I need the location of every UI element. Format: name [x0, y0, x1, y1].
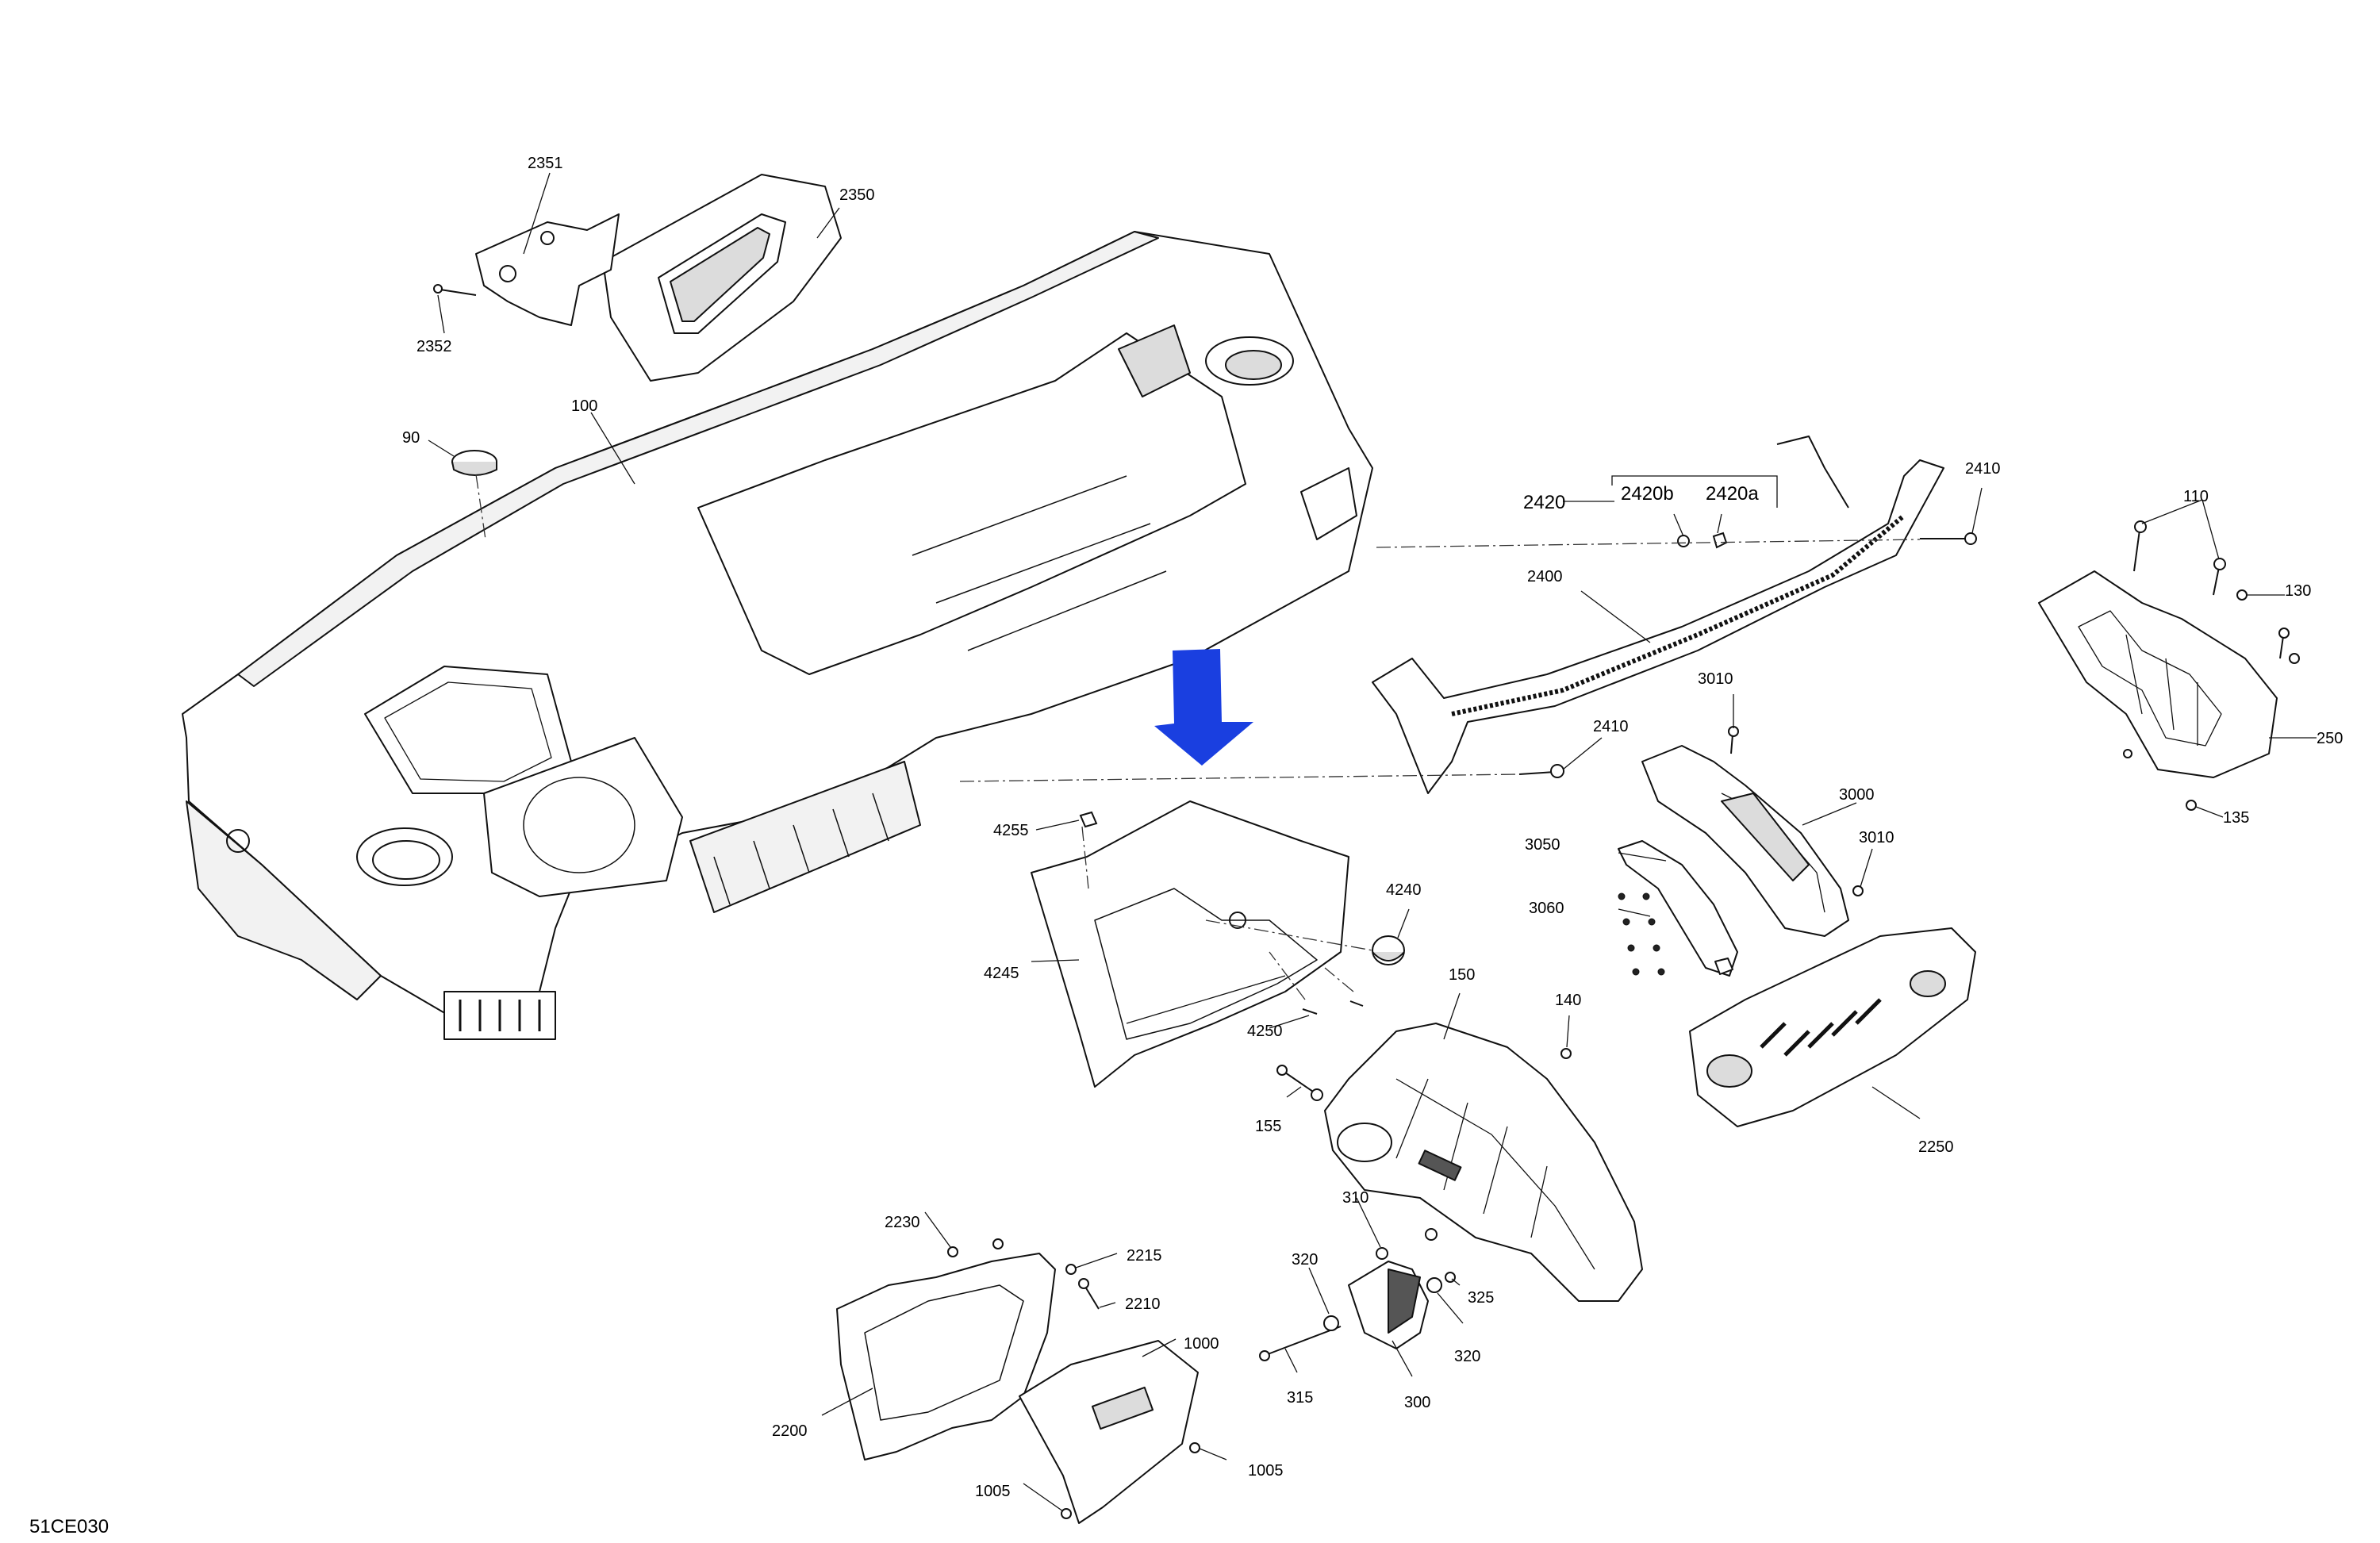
callout-90: 90	[402, 429, 420, 447]
screw-310-part[interactable]	[1376, 1229, 1437, 1259]
callout-2400: 2400	[1527, 568, 1563, 585]
callout-4255: 4255	[993, 822, 1029, 839]
bolt-315-part[interactable]	[1260, 1326, 1341, 1361]
leader-lines	[428, 172, 2317, 1512]
screw-110-part[interactable]	[2134, 521, 2225, 595]
latch-4255-part[interactable]	[1081, 812, 1096, 827]
callout-3050: 3050	[1525, 836, 1560, 854]
callout-310: 310	[1342, 1189, 1368, 1207]
callout-2410-lower: 2410	[1593, 718, 1629, 735]
callout-2230: 2230	[885, 1214, 920, 1231]
cluster-bracket-part[interactable]	[476, 214, 619, 325]
glovebox-4245-part[interactable]	[1031, 801, 1349, 1087]
callout-155: 155	[1255, 1118, 1281, 1135]
callout-1005-right: 1005	[1248, 1462, 1284, 1480]
callout-140: 140	[1555, 992, 1581, 1009]
lower-panel-2200-part[interactable]	[837, 1253, 1055, 1460]
callout-2420a: 2420a	[1706, 483, 1759, 505]
screw-135-part[interactable]	[2124, 750, 2196, 810]
callout-1000: 1000	[1184, 1335, 1219, 1353]
callout-100: 100	[571, 397, 597, 415]
callout-4250: 4250	[1247, 1023, 1283, 1040]
nut-2420b-part[interactable]	[1678, 535, 1689, 547]
screws-4250-part[interactable]	[1303, 1001, 1363, 1014]
callout-1005-left: 1005	[975, 1483, 1011, 1500]
dashboard-main-part[interactable]	[182, 232, 1372, 1039]
side-bracket-250-part[interactable]	[2039, 571, 2277, 777]
clips-3060-part[interactable]	[1618, 893, 1664, 975]
callout-4245: 4245	[984, 965, 1019, 982]
callout-2350: 2350	[839, 186, 875, 204]
seal-3050-part[interactable]	[1618, 841, 1737, 976]
callout-2420b: 2420b	[1621, 483, 1674, 505]
plug-90-part[interactable]	[452, 451, 497, 475]
callout-320-lower: 320	[1454, 1348, 1480, 1365]
callout-110: 110	[2183, 488, 2209, 505]
callout-325: 325	[1468, 1289, 1494, 1307]
washer-320-part[interactable]	[1324, 1278, 1441, 1330]
cross-tube-part[interactable]	[1372, 436, 1944, 793]
callout-315: 315	[1287, 1389, 1313, 1407]
console-150-part[interactable]	[1325, 1023, 1642, 1301]
clip-2215-part[interactable]	[1066, 1265, 1076, 1274]
callout-3000: 3000	[1839, 786, 1875, 804]
screw-3010-part[interactable]	[1729, 727, 1863, 896]
callout-4240: 4240	[1386, 881, 1422, 899]
callout-2351: 2351	[528, 155, 563, 172]
callout-250: 250	[2317, 730, 2343, 747]
callout-2215: 2215	[1127, 1247, 1162, 1265]
screw-140-part[interactable]	[1561, 1049, 1571, 1058]
screw-130-part[interactable]	[2237, 590, 2299, 663]
callout-2200: 2200	[772, 1422, 808, 1440]
bolt-2210-part[interactable]	[1079, 1279, 1099, 1309]
screw-2230-part[interactable]	[948, 1239, 1003, 1257]
knob-4240-part[interactable]	[1372, 936, 1404, 965]
fastener-1005-part[interactable]	[1061, 1443, 1200, 1518]
duct-3000-part[interactable]	[1642, 746, 1848, 936]
callout-2250: 2250	[1918, 1138, 1954, 1156]
nut-2420a-part[interactable]	[1714, 533, 1726, 547]
cover-1000-part[interactable]	[1019, 1341, 1198, 1523]
callout-labels: 2351 2350 2352 90 100 2420 2420b 2420a 2…	[402, 155, 2343, 1500]
callout-300: 300	[1404, 1394, 1430, 1411]
callout-2410-upper: 2410	[1965, 460, 2001, 478]
bolt-2410-upper-part[interactable]	[1920, 533, 1976, 544]
bolt-2410-lower-part[interactable]	[1519, 765, 1564, 777]
callout-130: 130	[2285, 582, 2311, 600]
callout-3010-upper: 3010	[1698, 670, 1733, 688]
assembly-direction-arrow	[1154, 649, 1253, 766]
screw-2352-part[interactable]	[434, 285, 476, 295]
bolt-155-part[interactable]	[1277, 1065, 1322, 1100]
callout-2210: 2210	[1125, 1295, 1161, 1313]
callout-2420: 2420	[1523, 492, 1565, 513]
bracket-300-part[interactable]	[1349, 1261, 1428, 1349]
figure-code: 51CE030	[29, 1516, 109, 1537]
callout-2352: 2352	[416, 338, 452, 355]
vent-bezel-2250-part[interactable]	[1690, 928, 1975, 1127]
callout-135: 135	[2223, 809, 2249, 827]
alignment-lines	[475, 474, 1921, 1000]
callout-3060: 3060	[1529, 900, 1564, 917]
callout-320-upper: 320	[1292, 1251, 1318, 1269]
cluster-bezel-part[interactable]	[603, 175, 841, 381]
callout-150: 150	[1449, 966, 1475, 984]
callout-3010-lower: 3010	[1859, 829, 1894, 846]
